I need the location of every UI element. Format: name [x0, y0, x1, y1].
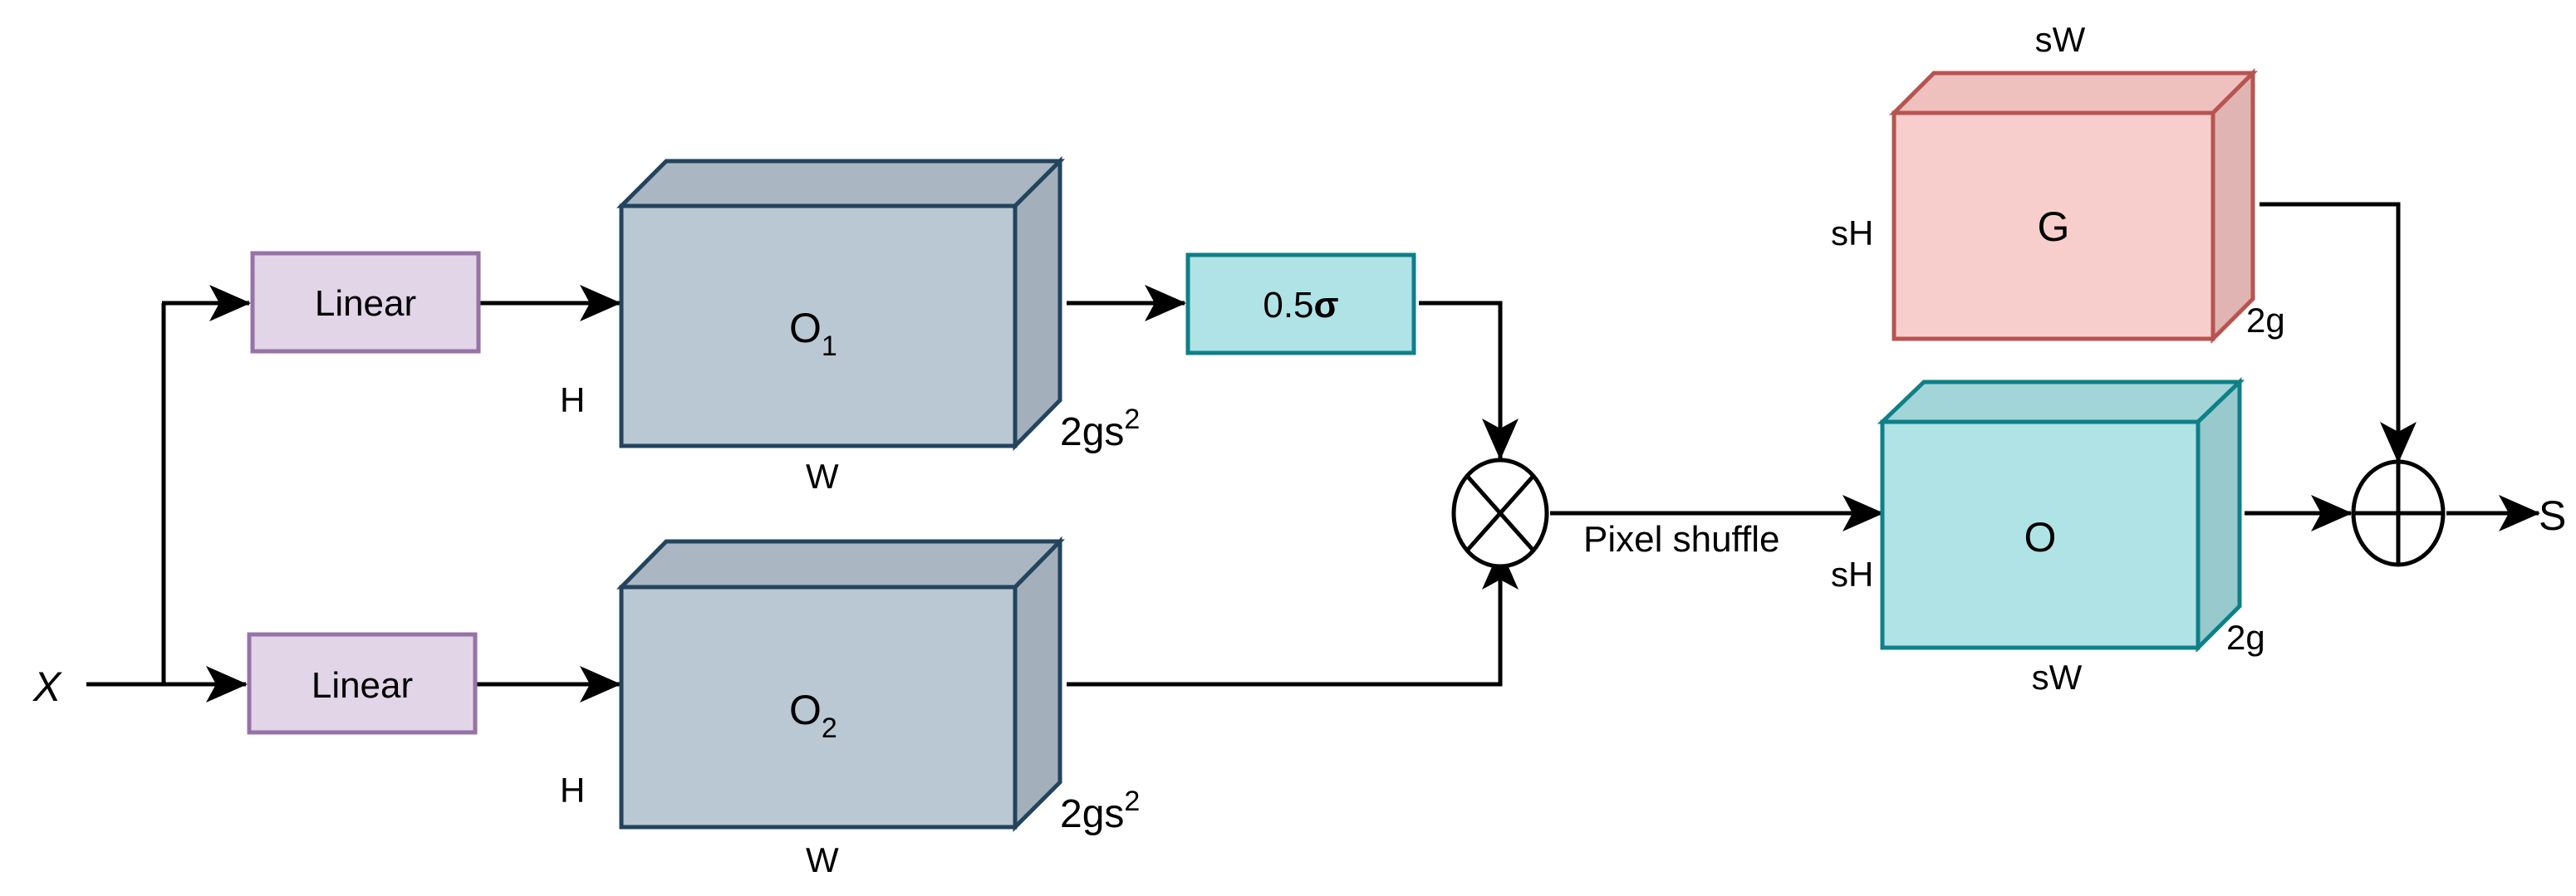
cube-o2-label: O2 [789, 687, 837, 744]
add-operator [2351, 459, 2446, 567]
cube-g-width-label: sW [2035, 20, 2086, 59]
linear-top-box: Linear [250, 251, 481, 354]
cube-o1 [616, 155, 1066, 452]
cube-o1-depth-label: 2gs2 [1060, 404, 1140, 454]
edge-g-to-add [2260, 202, 2417, 463]
cube-o-height-label: sH [1831, 555, 1873, 594]
cube-o2-height-label: H [560, 771, 585, 810]
sigmoid-label: 0.5σ [1263, 285, 1338, 326]
cube-o1-height-label: H [560, 380, 585, 419]
connectors [86, 202, 2540, 703]
cube-o-label: O [2024, 514, 2057, 561]
linear-bottom-label: Linear [312, 665, 413, 706]
edge-sigma-to-multiply [1419, 301, 1519, 460]
cube-o2-width-label: W [806, 840, 839, 879]
cube-g-height-label: sH [1831, 213, 1873, 252]
cube-g-label: G [2038, 203, 2070, 250]
cube-o2 [616, 536, 1065, 833]
linear-top-label: Linear [315, 283, 416, 324]
cube-g-depth-label: 2g [2246, 301, 2285, 340]
input-x-label: X [32, 663, 62, 710]
linear-bottom-box: Linear [247, 632, 478, 735]
cube-o1-label: O1 [789, 305, 837, 362]
cube-g [1888, 67, 2259, 345]
pixel-shuffle-label: Pixel shuffle [1583, 519, 1779, 560]
multiply-operator [1451, 458, 1549, 569]
sigmoid-box: 0.5σ [1185, 252, 1416, 355]
edge-o2-to-multiply [1067, 548, 1519, 687]
cube-o-depth-label: 2g [2226, 618, 2265, 657]
cube-o1-width-label: W [806, 457, 839, 496]
cube-o [1877, 377, 2245, 654]
cube-o-width-label: sW [2032, 658, 2083, 697]
output-s-label: S [2539, 492, 2566, 539]
cube-o2-depth-label: 2gs2 [1060, 786, 1140, 836]
